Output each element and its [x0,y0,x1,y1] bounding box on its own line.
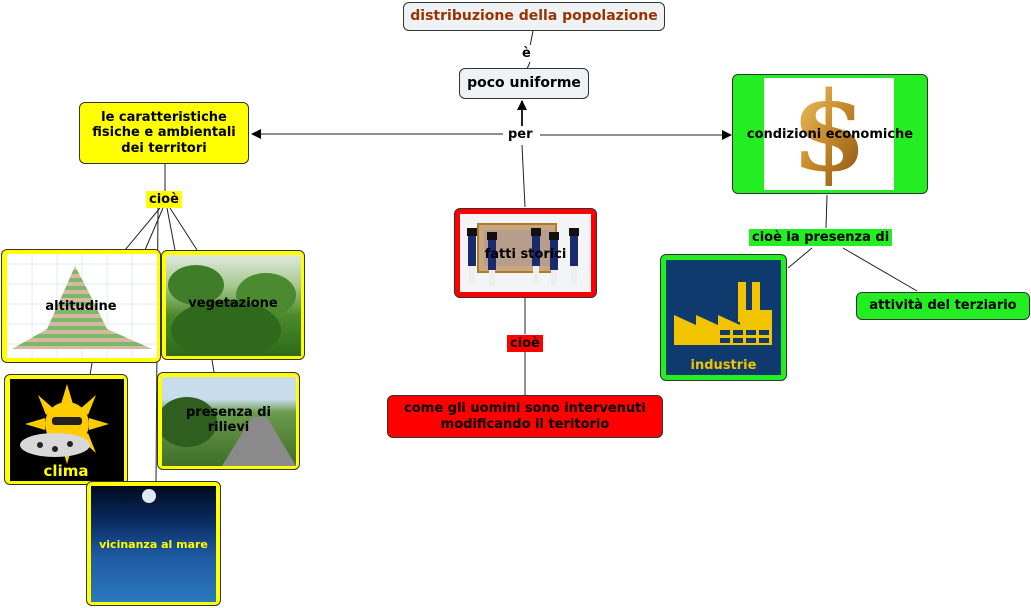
climate-node[interactable]: clima [4,374,128,485]
label-e: è [519,45,534,62]
vegetation-label: vegetazione [188,296,278,311]
sea-label: vicinanza al mare [99,538,208,551]
label-cioe-red: cioè [507,335,543,352]
historic-label: fatti storici [484,247,567,262]
economic-node[interactable]: $ condizioni economiche [732,74,928,194]
reliefs-label: presenza di rilievi [186,405,271,435]
sun-icon [10,379,124,481]
economic-label: condizioni economiche [746,127,914,142]
vegetation-image [166,255,301,359]
historic-image [460,214,591,292]
historic-node[interactable]: fatti storici [454,208,597,298]
altitude-label: altitudine [45,299,117,314]
tertiary-node[interactable]: attività del terziario [856,292,1030,320]
sea-image [91,486,216,602]
industries-node[interactable]: industrie [660,254,787,381]
sea-node[interactable]: vicinanza al mare [86,481,221,606]
dollar-sign-icon: $ [764,75,894,193]
vegetation-node[interactable]: vegetazione [161,250,305,360]
label-per: per [505,126,536,143]
climate-label: clima [43,462,89,480]
title-node[interactable]: distribuzione della popolazione [403,2,665,31]
uniform-node[interactable]: poco uniforme [459,68,589,99]
reliefs-image [158,377,296,466]
industries-label: industrie [690,358,757,373]
physical-node[interactable]: le caratteristiche fisiche e ambientali … [79,102,249,164]
label-cioe-yellow: cioè [146,191,182,208]
factory-icon [666,260,781,375]
reliefs-node[interactable]: presenza di rilievi [157,372,300,470]
label-cioe-green: cioè la presenza di [749,229,893,246]
svg-text:$: $ [791,78,868,190]
altitude-node[interactable]: altitudine [1,249,161,363]
humans-node[interactable]: come gli uomini sono intervenuti modific… [387,395,663,438]
altitude-image [7,254,157,358]
